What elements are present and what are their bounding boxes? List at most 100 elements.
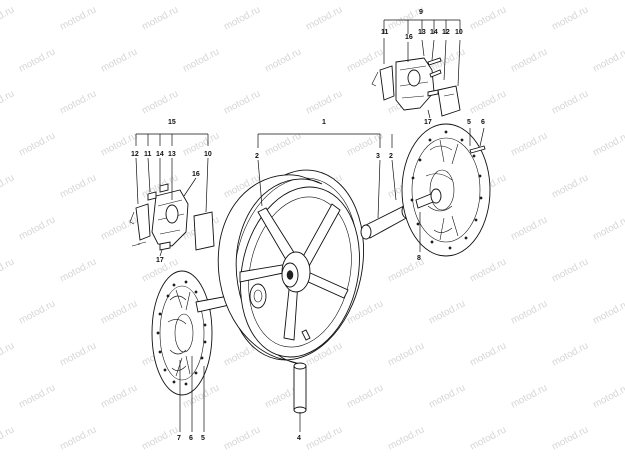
watermark-text: motod.ru: [468, 256, 508, 284]
right-spacer: [415, 188, 442, 209]
watermark-text: motod.ru: [550, 88, 590, 116]
callout-14-left: 14: [156, 151, 164, 158]
watermark-text: motod.ru: [0, 172, 16, 200]
watermark-text: motod.ru: [99, 382, 139, 410]
callout-6-right: 6: [481, 119, 485, 126]
watermark-text: motod.ru: [17, 46, 57, 74]
callout-2-left: 2: [255, 153, 259, 160]
watermark-text: motod.ru: [468, 88, 508, 116]
watermark-text: motod.ru: [304, 4, 344, 32]
watermark-text: motod.ru: [386, 340, 426, 368]
watermark-text: motod.ru: [17, 214, 57, 242]
bottom-tube: [293, 362, 307, 414]
watermark-text: motod.ru: [509, 130, 549, 158]
callout-17-left: 17: [156, 257, 164, 264]
callout-numbers: 9 11 16 13 14 12 10 17 15 12 11 14 13 16…: [131, 9, 485, 442]
watermark-text: motod.ru: [386, 424, 426, 452]
callout-10-top: 10: [455, 29, 463, 36]
watermark-text: motod.ru: [17, 298, 57, 326]
callout-6-bottom: 6: [189, 435, 193, 442]
watermark-text: motod.ru: [591, 130, 625, 158]
watermark-text: motod.ru: [427, 382, 467, 410]
watermark-text: motod.ru: [140, 424, 180, 452]
callout-11-left: 11: [144, 151, 152, 158]
watermark-text: motod.ru: [263, 130, 303, 158]
callout-12-left: 12: [131, 151, 139, 158]
wheel-rim: [217, 169, 365, 365]
callout-7: 7: [177, 435, 181, 442]
watermark-text: motod.ru: [345, 46, 385, 74]
watermark-text: motod.ru: [304, 424, 344, 452]
callout-1: 1: [322, 119, 326, 126]
watermark-text: motod.ru: [0, 340, 16, 368]
watermark-text: motod.ru: [0, 256, 16, 284]
left-bearing: [249, 283, 267, 309]
watermark-text: motod.ru: [427, 298, 467, 326]
watermark-text: motod.ru: [550, 340, 590, 368]
callout-17-top: 17: [424, 119, 432, 126]
watermark-text: motod.ru: [17, 382, 57, 410]
callout-11-top: 11: [381, 29, 389, 36]
watermark-text: motod.ru: [58, 340, 98, 368]
callout-3: 3: [376, 153, 380, 160]
watermark-text: motod.ru: [99, 46, 139, 74]
left-brake-disc: [151, 270, 213, 396]
watermark-text: motod.ru: [58, 256, 98, 284]
watermark-text: motod.ru: [222, 88, 262, 116]
watermark-text: motod.ru: [58, 88, 98, 116]
watermark-text: motod.ru: [140, 4, 180, 32]
watermark-text: motod.ru: [550, 424, 590, 452]
watermark-text: motod.ru: [181, 46, 221, 74]
watermark-text: motod.ru: [0, 424, 16, 452]
watermark-text: motod.ru: [0, 88, 16, 116]
watermark-text: motod.ru: [468, 340, 508, 368]
callout-12-top: 12: [442, 29, 450, 36]
watermark-text: motod.ru: [58, 4, 98, 32]
callout-2-right: 2: [389, 153, 393, 160]
watermark-text: motod.ru: [263, 46, 303, 74]
watermark-text: motod.ru: [509, 214, 549, 242]
watermark-text: motod.ru: [591, 214, 625, 242]
watermark-text: motod.ru: [99, 298, 139, 326]
watermark-text: motod.ru: [0, 4, 16, 32]
callout-8: 8: [417, 255, 421, 262]
callout-5-right: 5: [467, 119, 471, 126]
watermark-text: motod.ru: [509, 382, 549, 410]
watermark-text: motod.ru: [550, 256, 590, 284]
watermark-text: motod.ru: [304, 88, 344, 116]
callout-4: 4: [297, 435, 301, 442]
watermark-text: motod.ru: [181, 130, 221, 158]
watermark-text: motod.ru: [99, 214, 139, 242]
watermark-text: motod.ru: [140, 88, 180, 116]
watermark-text: motod.ru: [550, 172, 590, 200]
callout-15: 15: [168, 119, 176, 126]
leader-lines: [135, 19, 485, 432]
callout-14-top: 14: [430, 29, 438, 36]
callout-16-left: 16: [192, 171, 200, 178]
callout-16-top: 16: [405, 34, 413, 41]
watermark-text: motod.ru: [222, 4, 262, 32]
top-caliper: [371, 57, 461, 117]
watermark-text: motod.ru: [222, 424, 262, 452]
left-caliper: [129, 183, 215, 251]
right-brake-disc: [401, 123, 491, 257]
callout-10-left: 10: [204, 151, 212, 158]
watermark-text: motod.ru: [58, 172, 98, 200]
watermark-text: motod.ru: [509, 46, 549, 74]
watermark-text: motod.ru: [17, 130, 57, 158]
watermark-text: motod.ru: [345, 382, 385, 410]
watermark-text: motod.ru: [58, 424, 98, 452]
callout-9: 9: [419, 9, 423, 16]
watermark-text: motod.ru: [591, 298, 625, 326]
watermark-text: motod.ru: [468, 4, 508, 32]
callout-13-top: 13: [418, 29, 426, 36]
watermark-text: motod.ru: [591, 382, 625, 410]
watermark-text: motod.ru: [550, 4, 590, 32]
watermark-text: motod.ru: [468, 424, 508, 452]
watermark-text: motod.ru: [509, 298, 549, 326]
callout-13-left: 13: [168, 151, 176, 158]
callout-5-bottom: 5: [201, 435, 205, 442]
watermark-text: motod.ru: [591, 46, 625, 74]
